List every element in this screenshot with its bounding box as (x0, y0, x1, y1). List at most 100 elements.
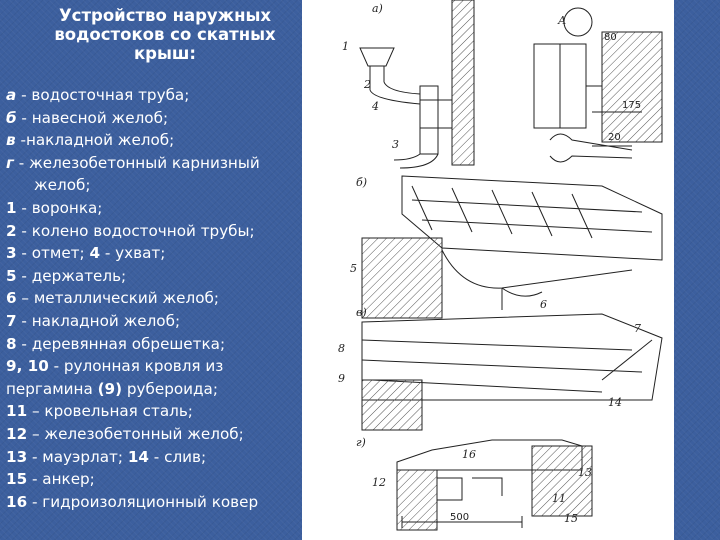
legend-text: рубероида; (126, 379, 218, 398)
legend-text: держатель; (31, 266, 127, 285)
legend-item: 2 - колено водосточной трубы; (6, 220, 298, 243)
legend-item: б - навесной желоб; (6, 107, 298, 130)
title-line-1: Устройство наружных (58, 6, 272, 25)
legend-separator: - (27, 492, 43, 511)
label-9: 9 (338, 372, 345, 385)
legend-key: 16 (6, 492, 28, 511)
legend-key: 6 (6, 289, 17, 308)
label-11: 11 (552, 492, 566, 505)
legend-key: 15 (6, 470, 28, 489)
callout-a-label: А (557, 14, 566, 27)
legend-text: металлический желоб; (33, 289, 219, 308)
legend-separator: - (48, 357, 64, 376)
legend-separator: – (27, 402, 45, 421)
section-v-label: в) (356, 306, 367, 319)
legend-text: навесной желоб; (31, 108, 169, 127)
legend-separator: – (16, 289, 34, 308)
legend-separator: - (13, 153, 30, 172)
legend-text: накладной желоб; (25, 131, 175, 150)
legend-key: 14 (127, 447, 149, 466)
title-line-2: водостоков со скатных (54, 25, 276, 44)
label-3: 3 (392, 138, 399, 151)
label-15: 15 (564, 512, 578, 525)
legend-key: 9, 10 (6, 357, 49, 376)
legend-separator: - (16, 266, 32, 285)
section-g-label: г) (356, 436, 366, 449)
legend-text: мауэрлат; (42, 447, 128, 466)
legend-text: пергамина (6, 379, 98, 398)
legend-item: 12 – железобетонный желоб; (6, 423, 298, 446)
label-7: 7 (634, 322, 641, 335)
legend-text: накладной желоб; (31, 311, 181, 330)
legend-key: 4 (89, 244, 101, 263)
dim-80-label: 80 (604, 32, 617, 43)
legend-item: 9, 10 - рулонная кровля из (6, 355, 298, 378)
legend-separator: - (16, 244, 32, 263)
legend-key: 13 (6, 447, 28, 466)
label-6: 6 (540, 298, 547, 311)
drawing-svg: а) А 80 175 20 1 2 3 4 б) 5 6 в) 7 8 9 1… (338, 0, 663, 531)
legend-separator: - (27, 447, 43, 466)
legend-list: а - водосточная труба;б - навесной желоб… (6, 84, 298, 513)
legend-key: 8 (6, 334, 17, 353)
legend-key: г (6, 153, 14, 172)
legend-separator: - (100, 244, 116, 263)
label-5: 5 (350, 262, 357, 275)
legend-key: 3 (6, 244, 17, 263)
label-1: 1 (342, 40, 349, 53)
legend-text: слив; (164, 447, 207, 466)
legend-separator: – (27, 424, 45, 443)
legend-separator: - (16, 221, 32, 240)
label-16: 16 (462, 448, 476, 461)
legend-separator: - (16, 108, 32, 127)
title-line-3: крыш: (133, 44, 197, 63)
legend-item: в -накладной желоб; (6, 129, 298, 152)
legend-separator: - (16, 86, 32, 104)
legend-item: а - водосточная труба; (6, 84, 298, 107)
legend-item: г - железобетонный карнизный (6, 152, 298, 175)
legend-key: 1 (6, 198, 17, 217)
legend-item: 11 – кровельная сталь; (6, 400, 298, 423)
legend-text: колено водосточной трубы; (31, 221, 255, 240)
legend-key: б (6, 108, 17, 127)
legend-item: 8 - деревянная обрешетка; (6, 333, 298, 356)
legend-text: отмет; (31, 244, 90, 263)
label-8: 8 (338, 342, 345, 355)
legend-separator: - (15, 131, 26, 150)
legend-key: а (6, 86, 17, 104)
legend-key: 2 (6, 221, 17, 240)
technical-drawing: а) А 80 175 20 1 2 3 4 б) 5 6 в) 7 8 9 1… (302, 0, 674, 540)
legend-separator: - (16, 198, 32, 217)
legend-text: железобетонный карнизный (29, 153, 260, 172)
legend-text: железобетонный желоб; (44, 424, 244, 443)
legend-text: анкер; (42, 470, 95, 489)
legend-item: 6 – металлический желоб; (6, 287, 298, 310)
legend-item: пергамина (9) рубероида; (6, 378, 298, 401)
legend-text: гидроизоляционный ковер (42, 492, 259, 511)
label-13: 13 (578, 466, 592, 479)
legend-text: желоб; (34, 176, 91, 195)
legend-item: 5 - держатель; (6, 265, 298, 288)
legend-text: кровельная сталь; (44, 402, 193, 421)
legend-text: воронка; (31, 198, 103, 217)
legend-key: 12 (6, 424, 28, 443)
legend-item: 3 - отмет; 4 - ухват; (6, 242, 298, 265)
legend-item: 13 - мауэрлат; 14 - слив; (6, 446, 298, 469)
legend-key: в (6, 131, 16, 150)
legend-key: 5 (6, 266, 17, 285)
legend-separator: - (148, 447, 165, 466)
dim-20-label: 20 (608, 132, 621, 143)
legend-separator: - (16, 334, 32, 353)
label-4: 4 (371, 100, 379, 113)
legend-item: 15 - анкер; (6, 468, 298, 491)
legend-text: деревянная обрешетка; (31, 334, 226, 353)
legend-item: 7 - накладной желоб; (6, 310, 298, 333)
legend-panel: Устройство наружных водостоков со скатны… (0, 0, 300, 540)
dim-500-label: 500 (450, 512, 469, 523)
legend-key: (9) (97, 379, 123, 398)
legend-item: желоб; (6, 174, 298, 197)
legend-item: 16 - гидроизоляционный ковер (6, 491, 298, 514)
legend-key: 7 (6, 311, 17, 330)
legend-key: 11 (6, 402, 28, 421)
legend-text: рулонная кровля из (63, 357, 224, 376)
